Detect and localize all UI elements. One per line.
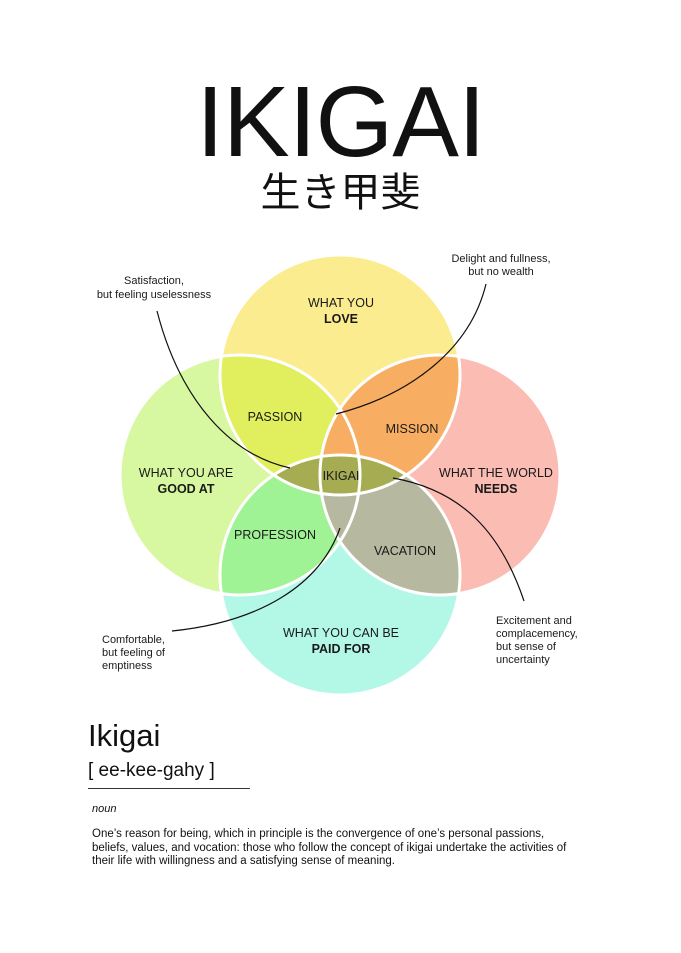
definition-part-of-speech: noun	[92, 803, 117, 815]
definition-pronunciation: [ ee-kee-gahy ]	[88, 758, 250, 789]
label-ikigai-center: IKIGAI	[323, 469, 360, 483]
page-title: IKIGAI	[196, 66, 486, 178]
label-world-line2: NEEDS	[474, 482, 517, 496]
label-world-line1: WHAT THE WORLD	[439, 466, 553, 480]
line-top-left	[156, 310, 291, 469]
note-bottom-left-1: Comfortable,	[102, 634, 165, 646]
note-top-right-1: Delight and fullness,	[451, 253, 550, 265]
note-top-right-2: but no wealth	[468, 266, 533, 278]
label-love-line1: WHAT YOU	[308, 296, 374, 310]
label-passion: PASSION	[248, 410, 303, 424]
circle-outlines	[118, 253, 562, 697]
note-bottom-left-3: emptiness	[102, 660, 153, 672]
annotation-lines	[156, 283, 525, 632]
kanji-subtitle: 生き甲斐	[260, 170, 421, 216]
definition-text: One’s reason for being, which in princip…	[92, 828, 567, 867]
label-love-line2: LOVE	[324, 312, 358, 326]
label-good-at-line2: GOOD AT	[158, 482, 215, 496]
note-top-left-1: Satisfaction,	[124, 275, 184, 287]
label-good-at-line1: WHAT YOU ARE	[139, 466, 233, 480]
note-bottom-right-3: but sense of	[496, 641, 557, 653]
definition-word: Ikigai	[88, 718, 161, 753]
note-bottom-right-2: complacemency,	[496, 628, 578, 640]
label-paid-line1: WHAT YOU CAN BE	[283, 626, 399, 640]
note-bottom-right-1: Excitement and	[496, 615, 572, 627]
note-top-left-2: but feeling uselessness	[97, 289, 212, 301]
line-top-right	[335, 283, 487, 415]
label-mission: MISSION	[386, 422, 439, 436]
label-vacation: VACATION	[374, 544, 436, 558]
note-bottom-left-2: but feeling of	[102, 647, 166, 659]
line-bottom-right	[392, 477, 525, 602]
label-paid-line2: PAID FOR	[312, 642, 371, 656]
note-bottom-right-4: uncertainty	[496, 654, 550, 666]
label-profession: PROFESSION	[234, 528, 316, 542]
line-bottom-left	[171, 527, 341, 632]
